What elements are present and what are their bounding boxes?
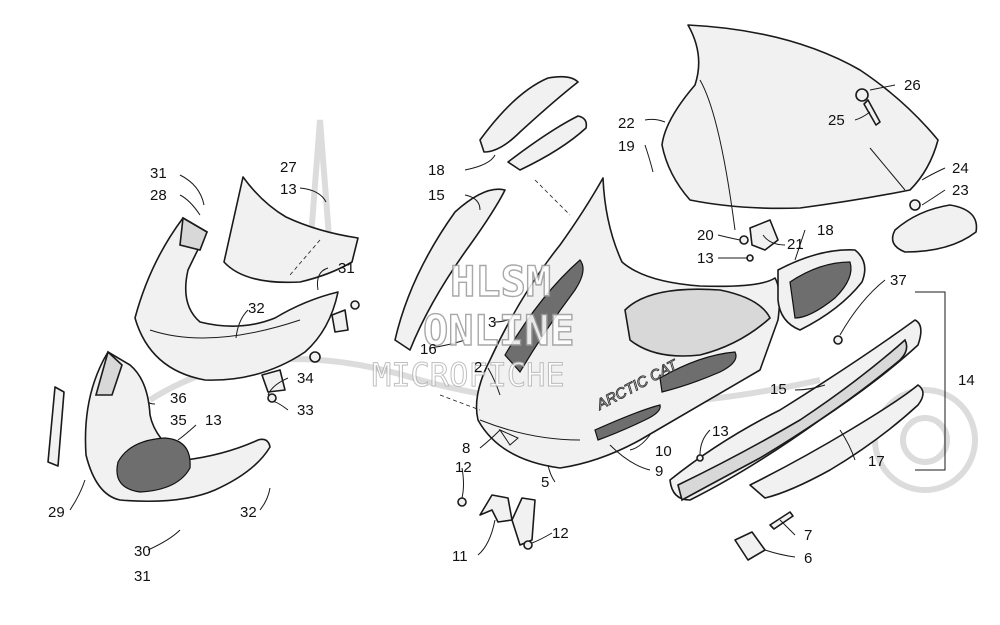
- mount-bracket-21: [739, 219, 779, 262]
- watermark-line-1: HLSM: [450, 257, 551, 306]
- callout-label: 7: [804, 527, 812, 544]
- callout-label: 37: [890, 272, 907, 289]
- callout-label: 13: [712, 423, 729, 440]
- callout-label: 2: [474, 359, 482, 376]
- main-hood-2: [475, 177, 781, 469]
- callout-label: 23: [952, 182, 969, 199]
- callout-label: 21: [787, 236, 804, 253]
- left-upper-hood-28: [134, 216, 339, 381]
- callout-label: 15: [428, 187, 445, 204]
- callout-label: 31: [338, 260, 355, 277]
- mirrors-23: [855, 88, 978, 253]
- callout-label: 31: [134, 568, 151, 585]
- left-side-rail-15: [394, 188, 506, 351]
- watermark: HLSM ONLINE MICROFICHE: [372, 256, 576, 394]
- callout-label: 8: [462, 440, 470, 457]
- callout-label: 13: [205, 412, 222, 429]
- callout-labels: 31 28 27 13 31 32 34 33 36 35 13 29 32 3…: [48, 77, 975, 585]
- callout-label: 14: [958, 372, 975, 389]
- callout-label: 11: [452, 548, 468, 565]
- callout-label: 26: [904, 77, 921, 94]
- callout-label: 10: [655, 443, 672, 460]
- watermark-line-2: ONLINE: [423, 306, 575, 355]
- callout-label: 20: [697, 227, 714, 244]
- right-side-rail-15: [669, 319, 922, 502]
- callout-label: 22: [618, 115, 635, 132]
- callout-label: 13: [280, 181, 297, 198]
- brackets-11: [457, 494, 536, 550]
- left-small-brackets: [261, 300, 360, 403]
- callout-label: 35: [170, 412, 187, 429]
- callout-label: 32: [240, 504, 257, 521]
- callout-label: 17: [868, 453, 885, 470]
- callout-label: 31: [150, 165, 167, 182]
- right-lower-panel-17: [749, 384, 924, 499]
- callout-label: 24: [952, 160, 969, 177]
- upper-side-trim-18: [479, 75, 588, 171]
- right-side-vent-18: [777, 249, 866, 331]
- callout-label: 16: [420, 341, 437, 358]
- callout-label: 15: [770, 381, 787, 398]
- callout-label: 3: [488, 314, 496, 331]
- callout-label: 30: [134, 543, 151, 560]
- callout-label: 32: [248, 300, 265, 317]
- callout-label: 6: [804, 550, 812, 567]
- callout-label: 25: [828, 112, 845, 129]
- callout-label: 27: [280, 159, 297, 176]
- leader-lines: [69, 79, 946, 558]
- windshield-22: [661, 24, 939, 210]
- callout-label: 34: [297, 370, 314, 387]
- callout-label: 18: [428, 162, 445, 179]
- callout-label: 29: [48, 504, 65, 521]
- callout-label: 9: [655, 463, 663, 480]
- callout-label: 12: [552, 525, 569, 542]
- bumper-block-6: [696, 335, 843, 561]
- left-windshield-27: [223, 176, 359, 284]
- callout-label: 18: [817, 222, 834, 239]
- callout-label: 12: [455, 459, 472, 476]
- watermark-line-3: MICROFICHE: [372, 356, 565, 394]
- callout-label: 36: [170, 390, 187, 407]
- callout-label: 19: [618, 138, 635, 155]
- left-lower-shroud-29: [84, 350, 271, 503]
- callout-label: 33: [297, 402, 314, 419]
- callout-label: 5: [541, 474, 549, 491]
- callout-label: 28: [150, 187, 167, 204]
- left-side-strip-30: [47, 386, 65, 467]
- callout-label: 13: [697, 250, 714, 267]
